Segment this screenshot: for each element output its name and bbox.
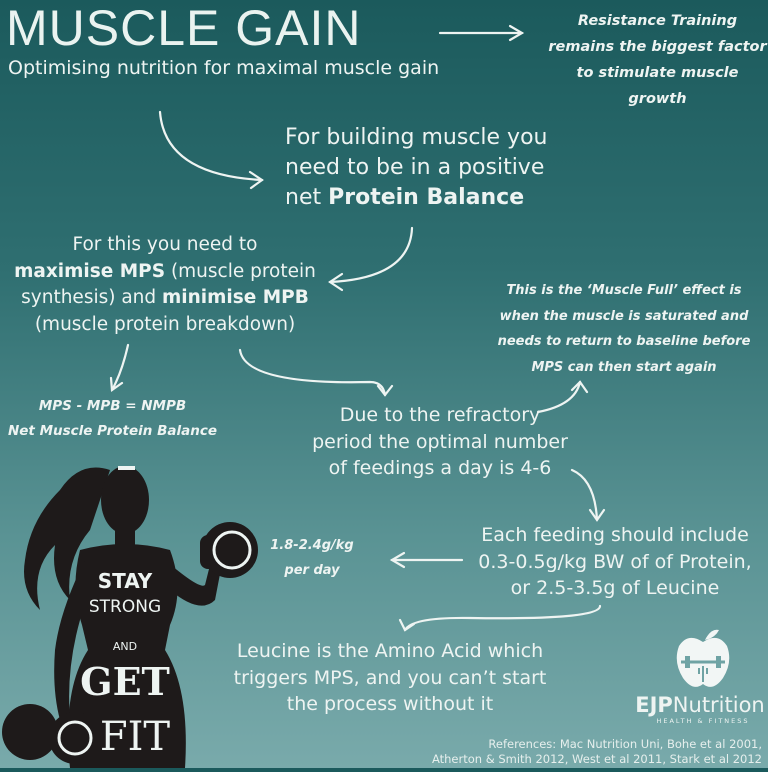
references: References: Mac Nutrition Uni, Bohe et a… [432,737,762,767]
callout-text: net [285,185,329,210]
callout-line: period the optimal number [312,430,568,453]
ejp-nutrition-logo: EJPNutrition HEALTH & FITNESS [635,628,766,738]
mps-mpb-callout: For this you need to maximise MPS (muscl… [0,232,330,338]
callout-line: the process without it [286,693,494,715]
callout-line: MPS can then start again [531,359,717,375]
resistance-training-callout: Resistance Training remains the biggest … [545,8,768,112]
callout-emphasis: Protein Balance [328,185,525,210]
callout-line: when the muscle is saturated and [499,308,749,324]
page-title: MUSCLE GAIN [6,0,362,56]
arrow-subtitle-to-balance [158,110,264,190]
reference-line: References: Mac Nutrition Uni, Bohe et a… [488,737,762,751]
callout-line: For building muscle you [285,125,548,150]
fitness-woman-illustration: STAY STRONG AND GET FIT [0,450,270,768]
callout-line: This is the ‘Muscle Full’ effect is [506,283,742,298]
arrow-mps-to-refractory [238,348,394,397]
lettering-stay: STAY [98,569,153,593]
muscle-full-callout: This is the ‘Muscle Full’ effect is when… [480,278,768,380]
callout-line: remains the biggest factor [548,39,767,55]
apple-dumbbell-icon [676,629,730,687]
arrow-feeding-to-leucine [398,604,602,632]
callout-line: Leucine is the Amino Acid which [236,640,544,662]
callout-line: needs to return to baseline before [497,334,751,349]
arrow-feeding-to-daily [389,551,464,569]
callout-line: (muscle protein breakdown) [34,313,296,335]
logo-tagline: HEALTH & FITNESS [656,717,750,725]
callout-line: need to be in a positive [285,155,545,180]
protein-balance-callout: For building muscle you need to be in a … [285,123,547,213]
arrow-refractory-to-fullness [536,380,589,414]
arrow-balance-to-mps [328,226,414,292]
lettering-strong: STRONG [89,597,161,617]
reference-line: Atherton & Smith 2012, West et al 2011, … [431,752,762,766]
callout-line: to stimulate muscle growth [576,65,739,107]
refractory-callout: Due to the refractory period the optimal… [300,402,580,482]
arrow-refractory-to-feeding [570,468,606,522]
callout-line: 0.3-0.5g/kg BW of of Protein, [478,550,752,573]
logo-ejp: EJP [635,693,673,717]
callout-emphasis: maximise MPS [14,260,166,282]
arrow-mps-to-equation [109,343,130,392]
callout-line: per day [284,563,340,578]
callout-line: or 2.5-3.5g of Leucine [510,577,720,599]
daily-intake-callout: 1.8-2.4g/kg per day [262,533,362,583]
page-subtitle: Optimising nutrition for maximal muscle … [8,57,440,79]
callout-emphasis: minimise MPB [162,287,309,308]
callout-line: MPS - MPB = NMPB [38,398,187,414]
callout-text: (muscle protein [165,260,316,282]
callout-line: Each feeding should include [481,524,749,546]
callout-line: Resistance Training [577,13,738,29]
callout-line: For this you need to [72,234,258,255]
callout-line: 1.8-2.4g/kg [270,538,354,553]
logo-nutrition: Nutrition [672,693,765,717]
lettering-and: AND [113,640,137,653]
feeding-callout: Each feeding should include 0.3-0.5g/kg … [462,522,768,602]
arrow-title-to-resistance [438,24,525,42]
callout-line: triggers MPS, and you can’t start [233,666,547,689]
lettering-fit: FIT [100,714,171,760]
lettering-get: GET [80,659,170,704]
callout-line: of feedings a day is 4-6 [328,457,552,479]
equation-callout: MPS - MPB = NMPB Net Muscle Protein Bala… [0,394,225,444]
leucine-callout: Leucine is the Amino Acid which triggers… [220,638,560,718]
callout-line: Due to the refractory [339,404,541,426]
woman-silhouette: STAY STRONG AND GET FIT [2,466,258,768]
callout-line: Net Muscle Protein Balance [7,423,218,439]
callout-text: synthesis) and [21,287,163,308]
